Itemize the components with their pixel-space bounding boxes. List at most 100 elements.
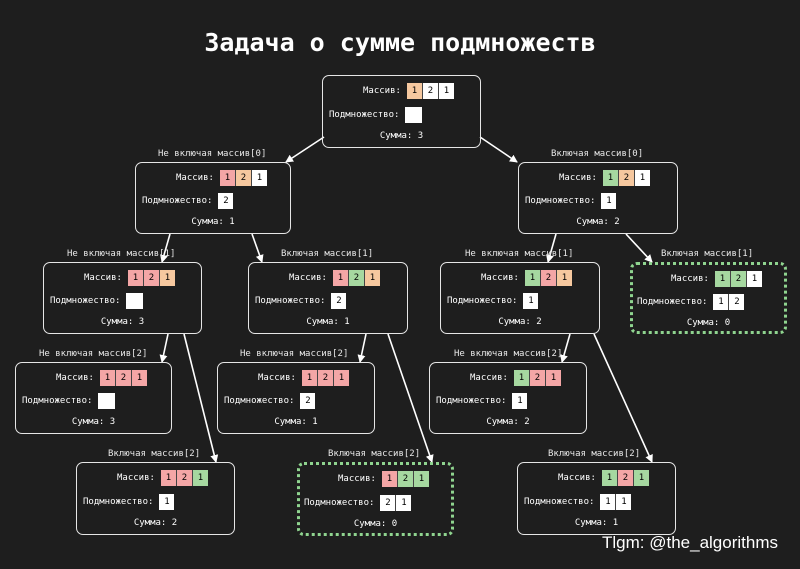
sum-label: Сумма: (191, 217, 224, 227)
array-cells: 1 2 1 (524, 270, 572, 286)
array-label: Массив: (176, 173, 214, 183)
sum-value: 0 (391, 519, 398, 529)
sum-line: Сумма: 3 (44, 317, 201, 327)
subset-cell: 1 (523, 293, 539, 309)
tree-node-n100: Массив: 1 2 1 Подмножество: 1 Сумма: 2 (429, 362, 587, 434)
sum-value: 1 (229, 217, 235, 227)
tree-node-n01: Массив: 1 2 1 Подмножество: 2 Сумма: 1 (248, 262, 408, 334)
array-cell: 2 (347, 270, 364, 286)
sum-value: 3 (138, 317, 145, 327)
array-cell: 2 (539, 270, 556, 286)
array-cell: 1 (332, 270, 348, 286)
sum-value: 2 (171, 518, 178, 528)
array-label: Массив: (289, 273, 327, 283)
subset-cells: 2 (331, 293, 347, 309)
array-cell: 1 (601, 470, 617, 486)
subset-cells: 1 1 (600, 494, 632, 510)
edge-label: Включая массив[2] (548, 449, 641, 459)
array-cell: 1 (544, 370, 561, 386)
edge-n1-n10 (546, 233, 557, 263)
tree-node-n010: Массив: 1 2 1 Подмножество: 2 Сумма: 1 (217, 362, 375, 434)
sum-label: Сумма: (574, 518, 608, 528)
edge-label: Не включая массив[1] (67, 249, 176, 259)
subset-label: Подмножество: (637, 297, 708, 307)
array-cell: 2 (142, 270, 159, 286)
array-cell: 1 (555, 270, 572, 286)
sum-label: Сумма: (274, 417, 307, 427)
edge-root-n1 (479, 136, 518, 163)
array-label: Массив: (338, 474, 376, 484)
edge-root-n0 (285, 136, 325, 163)
subset-cells: 2 1 (380, 495, 412, 511)
array-cell: 2 (114, 370, 131, 386)
array-cells: 1 2 1 (601, 470, 649, 486)
array-label: Массив: (84, 273, 122, 283)
subset-cells: 2 (218, 193, 234, 209)
edge-label: Включая массив[2] (328, 449, 421, 459)
tree-node-n001: Массив: 1 2 1 Подмножество: 1 Сумма: 2 (76, 462, 235, 535)
tree-node-n000: Массив: 1 2 1 Подмножество: Сумма: 3 (15, 362, 172, 434)
array-cell: 1 (219, 170, 235, 186)
tree-node-root: Массив: 1 2 1 Подмножество: Сумма: 3 (322, 75, 481, 148)
subset-label: Подмножество: (22, 396, 93, 406)
sum-line: Сумма: 2 (519, 217, 677, 227)
tree-node-n011: Массив: 1 2 1 Подмножество: 2 1 Сумма: 0 (297, 462, 454, 536)
subset-cell: 1 (159, 494, 175, 510)
subset-cell: 1 (615, 494, 632, 510)
array-label: Массив: (558, 473, 596, 483)
edge-n1-n11 (625, 233, 653, 263)
sum-value: 2 (524, 417, 530, 427)
sum-label: Сумма: (100, 317, 134, 327)
subset-cells (98, 393, 116, 409)
array-cell: 1 (381, 471, 397, 487)
sum-line: Сумма: 3 (323, 131, 480, 141)
subset-cell: 2 (728, 294, 745, 310)
tree-node-n1: Массив: 1 2 1 Подмножество: 1 Сумма: 2 (518, 162, 678, 234)
array-label: Массив: (559, 173, 597, 183)
edge-n10-n101 (593, 333, 653, 463)
subset-cell (405, 107, 423, 123)
array-cells: 1 2 1 (219, 170, 267, 186)
array-cells: 1 2 1 (381, 471, 429, 487)
subset-cell: 2 (331, 293, 347, 309)
subset-cells: 2 (300, 393, 316, 409)
array-cell: 1 (632, 470, 649, 486)
array-cells: 1 2 1 (301, 370, 349, 386)
array-cell: 1 (412, 471, 429, 487)
subset-label: Подмножество: (447, 296, 518, 306)
sum-value: 1 (312, 417, 318, 427)
edge-label: Не включая массив[2] (454, 349, 563, 359)
array-cell: 1 (250, 170, 267, 186)
subset-cells: 1 2 (713, 294, 745, 310)
subset-cells (126, 293, 144, 309)
sum-value: 3 (109, 417, 116, 427)
array-cells: 1 2 1 (160, 470, 208, 486)
sum-label: Сумма: (379, 131, 413, 141)
edge-n10-n100 (560, 333, 571, 363)
subset-cell: 1 (601, 193, 617, 209)
array-cell: 1 (301, 370, 317, 386)
array-cell: 1 (406, 83, 422, 99)
edge-n0-n01 (251, 233, 264, 263)
sum-line: Сумма: 0 (300, 519, 451, 529)
tree-node-n101: Массив: 1 2 1 Подмножество: 1 1 Сумма: 1 (517, 462, 676, 535)
edge-n00-n000 (159, 333, 169, 363)
sum-label: Сумма: (306, 317, 339, 327)
subset-cells (405, 107, 423, 123)
edge-label: Включая массив[0] (551, 149, 644, 159)
subset-cell: 2 (218, 193, 234, 209)
sum-line: Сумма: 1 (249, 317, 407, 327)
edge-n01-n010 (357, 333, 367, 363)
array-cell: 1 (745, 271, 762, 287)
sum-line: Сумма: 3 (16, 417, 171, 427)
subset-cell (126, 293, 144, 309)
array-cell: 1 (437, 83, 454, 99)
array-cell: 1 (127, 270, 143, 286)
sum-line: Сумма: 2 (441, 317, 599, 327)
sum-label: Сумма: (71, 417, 105, 427)
subset-cell: 1 (512, 393, 528, 409)
sum-value: 1 (612, 518, 619, 528)
array-cells: 1 2 1 (602, 170, 650, 186)
edge-n00-n001 (183, 333, 219, 463)
subset-cell: 1 (600, 494, 616, 510)
